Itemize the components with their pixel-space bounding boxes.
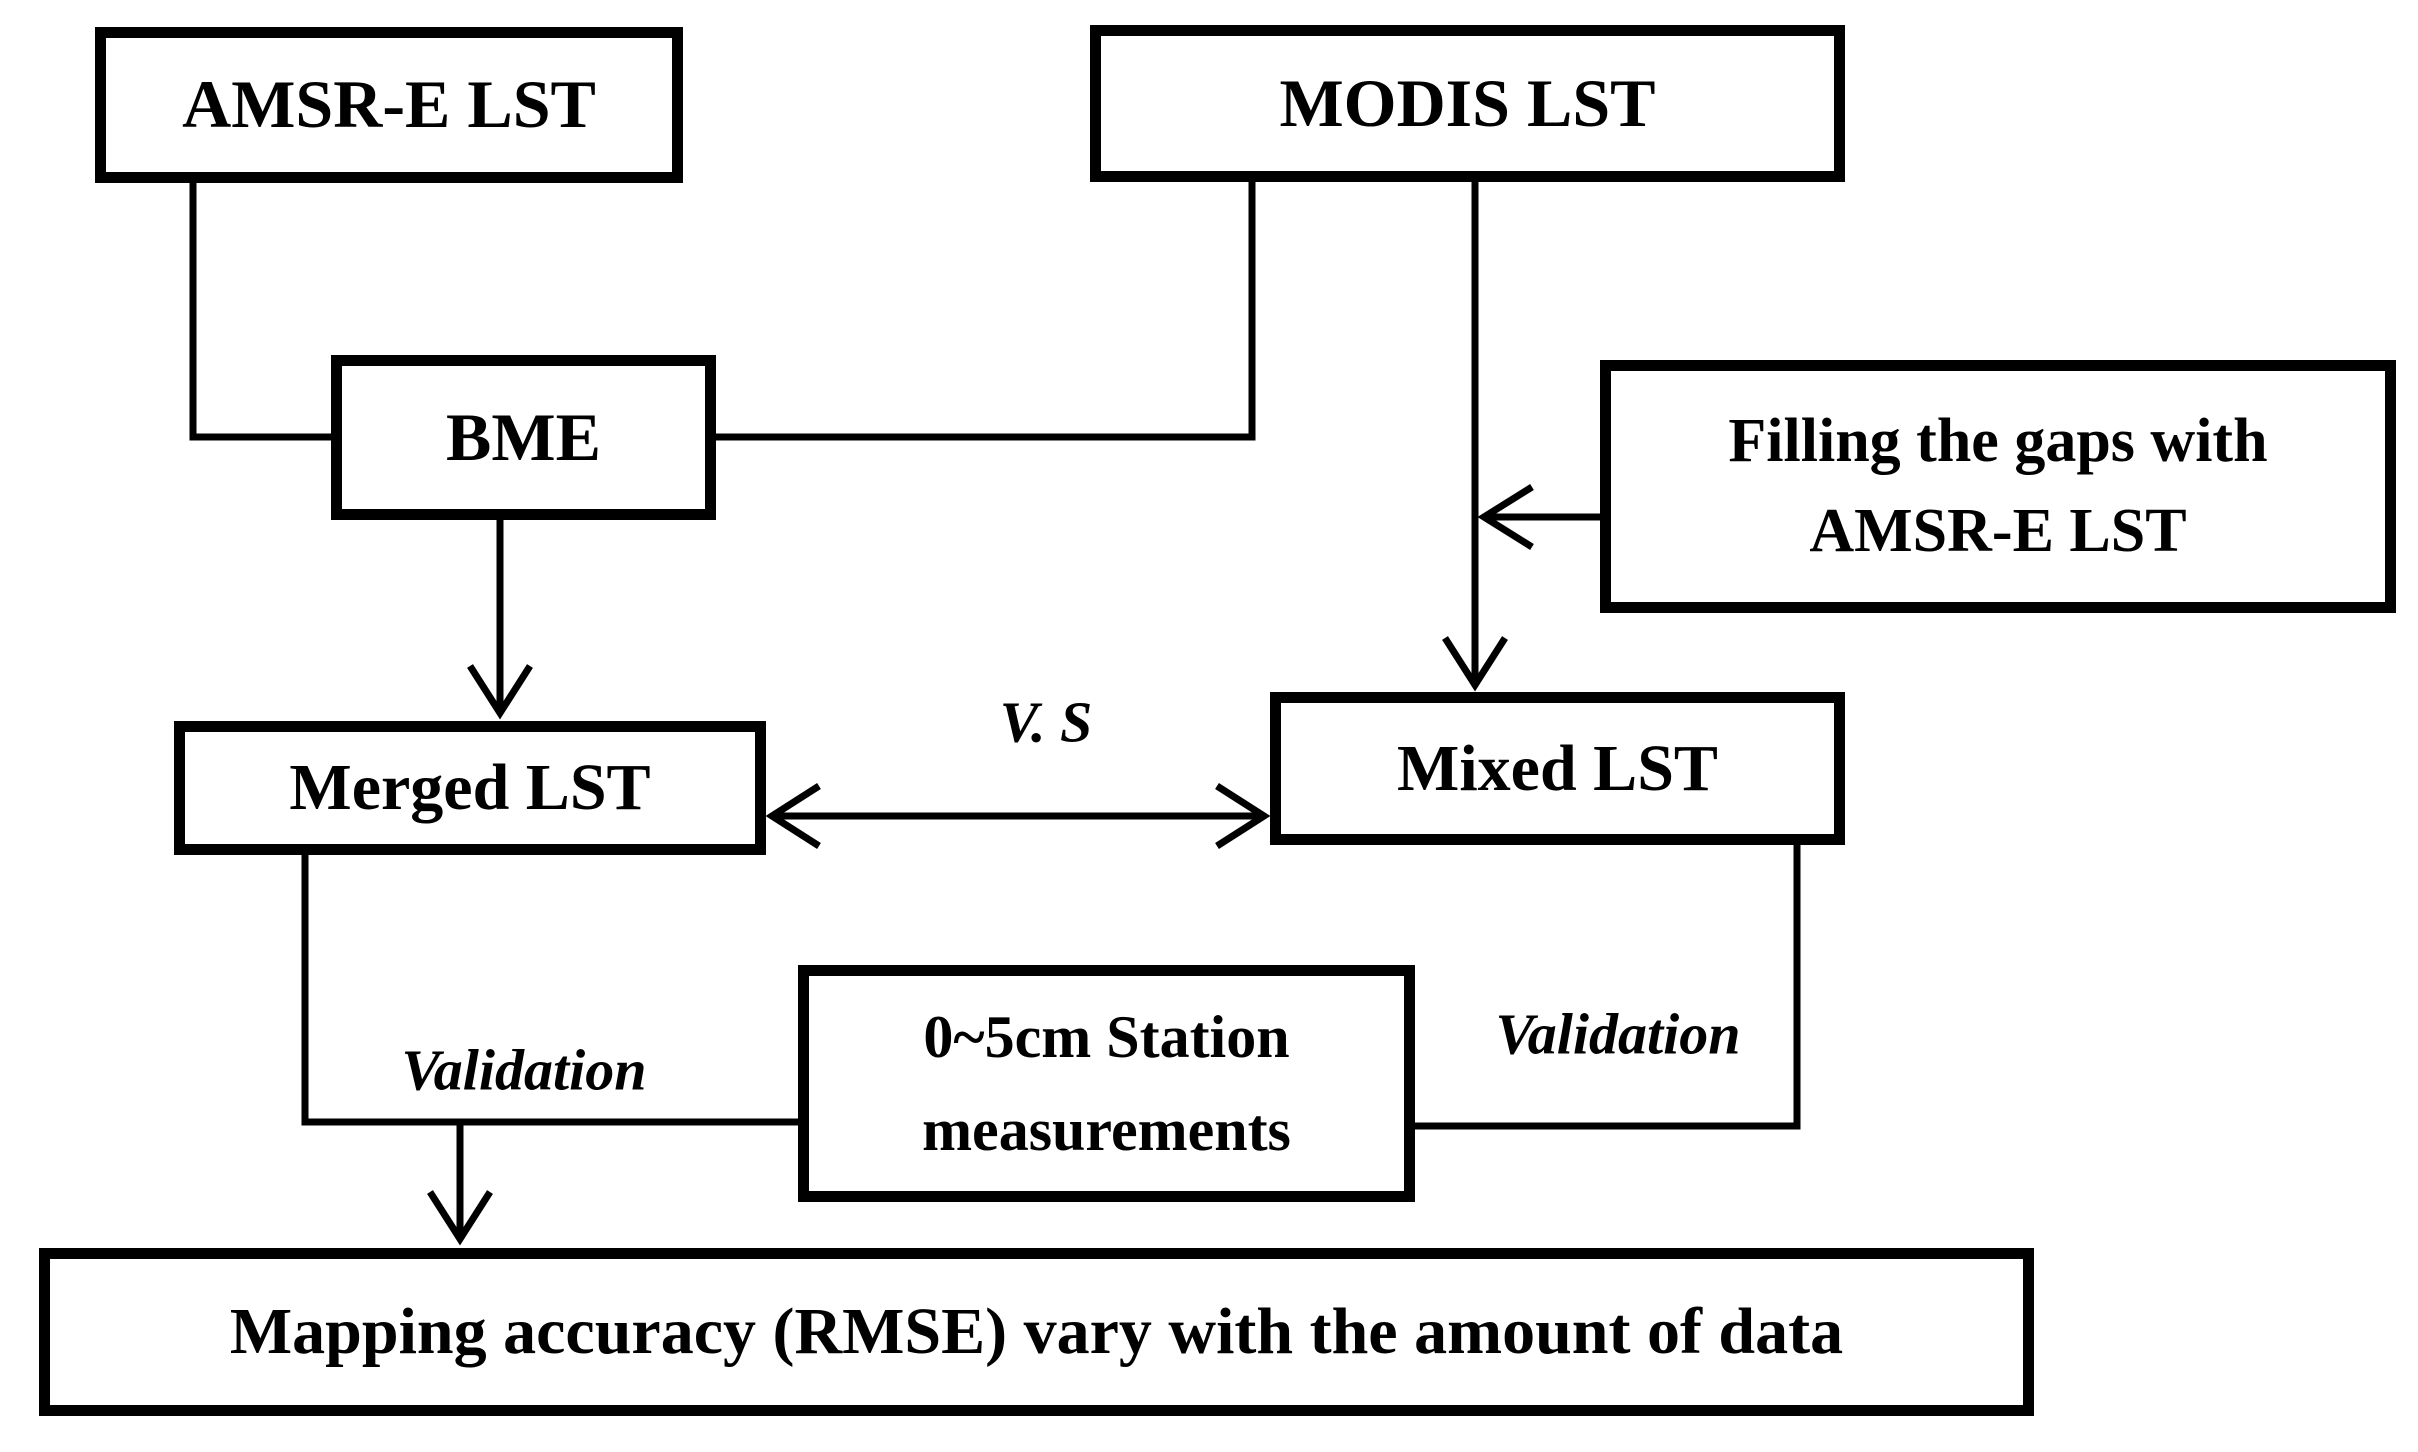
node-filling-gaps-line2: AMSR-E LST bbox=[1809, 496, 2187, 565]
node-filling-gaps-line1: Filling the gaps with bbox=[1728, 406, 2268, 475]
node-filling-gaps: Filling the gaps with AMSR-E LST bbox=[1600, 360, 2396, 613]
node-amsre-lst-label: AMSR-E LST bbox=[182, 66, 596, 143]
node-bme: BME bbox=[331, 355, 716, 520]
edge-merged-to-station bbox=[301, 847, 798, 1126]
edge-label-vs: V. S bbox=[999, 689, 1093, 755]
edge-bme-to-modis bbox=[716, 178, 1256, 441]
edge-label-validation-left: Validation bbox=[401, 1037, 647, 1103]
node-modis-lst-label: MODIS LST bbox=[1279, 64, 1656, 141]
node-bme-label: BME bbox=[446, 398, 601, 475]
node-mapping-accuracy-label: Mapping accuracy (RMSE) vary with the am… bbox=[229, 1295, 1844, 1369]
arrowhead-right-icon bbox=[1215, 783, 1271, 849]
edge-mixed-to-station bbox=[1415, 843, 1801, 1130]
arrowhead-left-icon bbox=[1477, 484, 1534, 550]
arrowhead-left-icon bbox=[765, 783, 821, 849]
node-amsre-lst: AMSR-E LST bbox=[95, 27, 683, 183]
arrowhead-down-icon bbox=[467, 664, 533, 720]
node-mixed-lst: Mixed LST bbox=[1270, 692, 1845, 845]
node-modis-lst: MODIS LST bbox=[1090, 25, 1845, 182]
node-merged-lst-label: Merged LST bbox=[289, 751, 651, 825]
arrowhead-down-icon bbox=[1442, 636, 1508, 692]
node-mapping-accuracy: Mapping accuracy (RMSE) vary with the am… bbox=[39, 1248, 2034, 1416]
node-station-line1: 0~5cm Station bbox=[923, 1003, 1290, 1070]
node-station-line2: measurements bbox=[922, 1096, 1291, 1163]
node-merged-lst: Merged LST bbox=[174, 721, 766, 855]
arrowhead-down-icon bbox=[427, 1190, 493, 1246]
edge-amsre-to-bme bbox=[189, 178, 331, 441]
edge-label-validation-right: Validation bbox=[1495, 1001, 1741, 1067]
node-mixed-lst-label: Mixed LST bbox=[1397, 731, 1718, 805]
node-station-measurements: 0~5cm Station measurements bbox=[798, 965, 1415, 1202]
